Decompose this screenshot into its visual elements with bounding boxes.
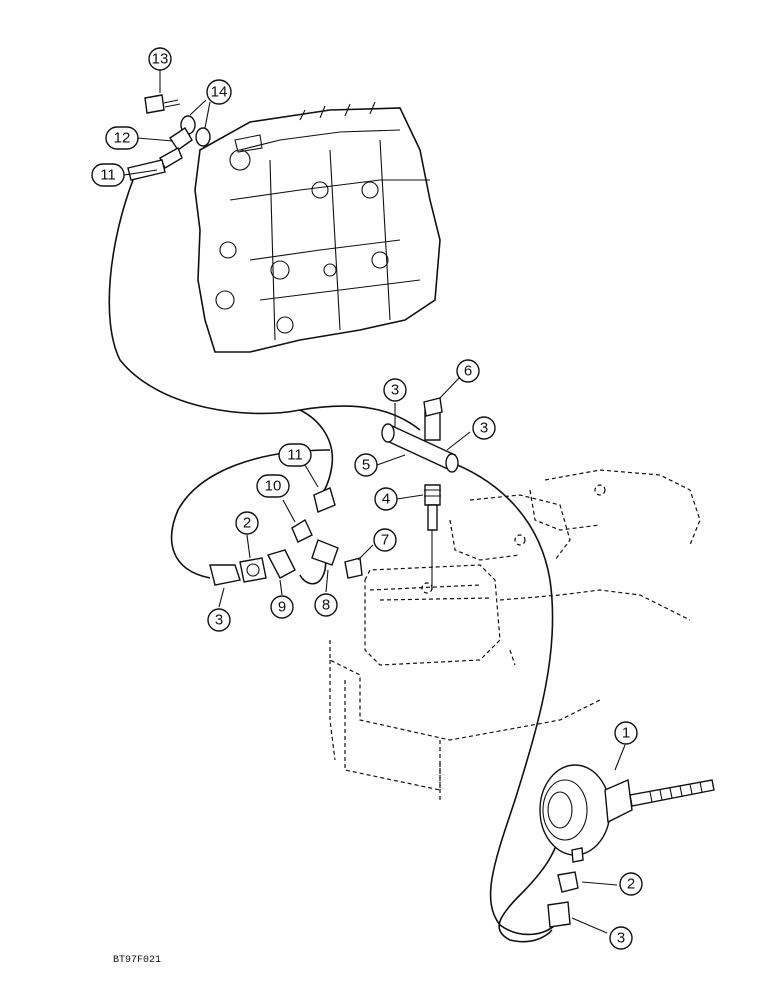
svg-text:11: 11	[100, 167, 116, 184]
adapter-8	[311, 539, 339, 566]
fitting-7	[344, 557, 363, 579]
engine-block-outline	[329, 469, 701, 800]
figure-id: BT97F021	[113, 955, 161, 966]
svg-text:1: 1	[622, 725, 630, 742]
fitting-4	[424, 484, 441, 506]
callout-3-tee-left: 3	[383, 378, 407, 402]
callout-1: 1	[614, 721, 638, 745]
svg-text:14: 14	[211, 84, 228, 101]
callout-3-left: 3	[207, 608, 231, 632]
callout-3-tee-right: 3	[472, 416, 496, 440]
callout-13: 13	[148, 47, 172, 71]
svg-text:2: 2	[243, 515, 251, 532]
leader-lines	[123, 70, 626, 934]
clamp-2-lower	[557, 871, 579, 893]
callout-7: 7	[373, 528, 397, 552]
clamp-2	[239, 557, 267, 583]
svg-text:3: 3	[617, 930, 625, 947]
callout-3-lower: 3	[609, 926, 633, 950]
svg-text:2: 2	[627, 876, 635, 893]
callout-6: 6	[456, 359, 480, 383]
boost-actuator	[539, 764, 715, 928]
nut-6	[423, 397, 443, 417]
callout-8: 8	[314, 593, 338, 617]
fitting-12	[169, 127, 193, 151]
callout-11-top: 11	[91, 163, 125, 187]
svg-text:6: 6	[464, 363, 472, 380]
banjo-bolt-13	[144, 94, 165, 114]
pump-fittings	[127, 94, 211, 181]
callout-11-mid: 11	[278, 443, 312, 467]
tee-5	[384, 424, 456, 471]
hose-3-left	[209, 564, 241, 586]
washer-14b	[195, 127, 211, 147]
svg-text:13: 13	[152, 51, 169, 68]
svg-text:9: 9	[278, 599, 286, 616]
callout-10: 10	[256, 474, 290, 498]
elbow-10	[291, 518, 313, 543]
svg-text:4: 4	[382, 491, 390, 508]
hoses	[108, 179, 566, 943]
connector-11	[313, 487, 336, 513]
svg-text:7: 7	[381, 532, 389, 549]
actuator-body	[539, 764, 611, 856]
callout-9: 9	[270, 595, 294, 619]
left-fittings	[209, 487, 363, 586]
svg-text:8: 8	[322, 597, 330, 614]
actuator-rod	[629, 779, 715, 807]
callout-4: 4	[374, 487, 398, 511]
fitting-9	[266, 549, 296, 579]
injection-pump	[194, 101, 441, 353]
svg-text:3: 3	[215, 612, 223, 629]
svg-text:10: 10	[265, 478, 282, 495]
svg-text:3: 3	[480, 420, 488, 437]
tee-fitting	[381, 397, 459, 590]
svg-text:11: 11	[287, 447, 303, 464]
callout-2-left: 2	[235, 511, 259, 535]
hose-3-lower	[547, 901, 571, 928]
callout-2-lower: 2	[619, 872, 643, 896]
callout-12: 12	[105, 126, 139, 150]
svg-text:12: 12	[114, 130, 131, 147]
svg-text:3: 3	[391, 382, 399, 399]
callout-5: 5	[354, 453, 378, 477]
svg-text:5: 5	[362, 457, 370, 474]
callout-14: 14	[206, 79, 232, 105]
